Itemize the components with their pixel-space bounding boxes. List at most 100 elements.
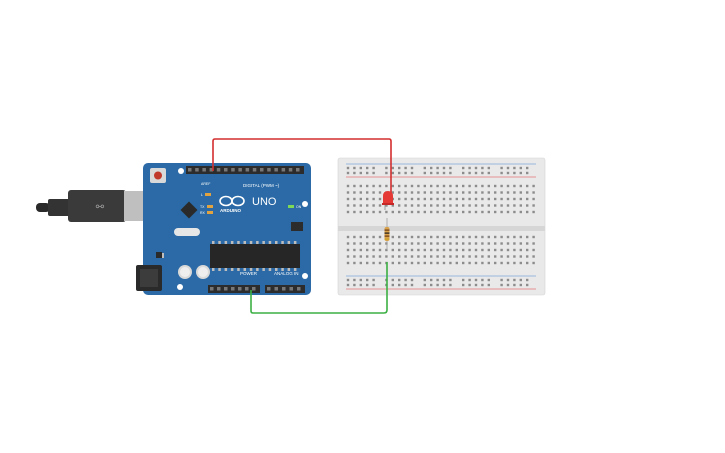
digital-pin[interactable] xyxy=(231,168,235,172)
breadboard-hole[interactable] xyxy=(455,210,458,214)
breadboard-hole[interactable] xyxy=(462,204,465,207)
breadboard-hole[interactable] xyxy=(430,171,433,175)
breadboard-hole[interactable] xyxy=(513,235,516,239)
breadboard-hole[interactable] xyxy=(500,235,503,239)
breadboard-hole[interactable] xyxy=(487,166,490,170)
breadboard-hole[interactable] xyxy=(462,166,465,170)
breadboard-hole[interactable] xyxy=(442,171,446,175)
breadboard-hole[interactable] xyxy=(481,283,484,287)
breadboard-hole[interactable] xyxy=(423,235,426,239)
breadboard-hole[interactable] xyxy=(481,261,484,265)
breadboard-hole[interactable] xyxy=(500,166,503,170)
breadboard-hole[interactable] xyxy=(506,278,510,282)
breadboard-hole[interactable] xyxy=(423,171,426,175)
breadboard-hole[interactable] xyxy=(462,242,465,245)
breadboard-hole[interactable] xyxy=(455,191,458,194)
breadboard-hole[interactable] xyxy=(526,197,529,201)
breadboard-hole[interactable] xyxy=(468,210,471,214)
usb-cable[interactable]: ⚯ xyxy=(36,190,156,222)
breadboard-hole[interactable] xyxy=(532,184,535,188)
breadboard-hole[interactable] xyxy=(385,184,388,188)
breadboard-hole[interactable] xyxy=(462,255,465,258)
breadboard-hole[interactable] xyxy=(385,204,388,207)
breadboard-hole[interactable] xyxy=(398,204,401,207)
breadboard-hole[interactable] xyxy=(449,242,452,245)
breadboard-hole[interactable] xyxy=(410,171,414,175)
breadboard-hole[interactable] xyxy=(468,255,471,258)
breadboard-hole[interactable] xyxy=(398,191,401,194)
breadboard-hole[interactable] xyxy=(430,235,433,239)
breadboard-hole[interactable] xyxy=(398,261,401,265)
breadboard-hole[interactable] xyxy=(359,191,362,194)
breadboard-hole[interactable] xyxy=(430,261,433,265)
breadboard-hole[interactable] xyxy=(404,235,407,239)
breadboard-hole[interactable] xyxy=(404,184,407,188)
breadboard-hole[interactable] xyxy=(378,248,382,252)
breadboard-hole[interactable] xyxy=(436,191,439,194)
breadboard-hole[interactable] xyxy=(385,210,388,214)
breadboard-hole[interactable] xyxy=(410,255,414,258)
breadboard-hole[interactable] xyxy=(494,248,497,252)
breadboard-hole[interactable] xyxy=(346,166,350,170)
breadboard-hole[interactable] xyxy=(410,248,414,252)
breadboard-hole[interactable] xyxy=(468,235,471,239)
breadboard-hole[interactable] xyxy=(359,278,362,282)
breadboard-hole[interactable] xyxy=(481,242,484,245)
breadboard-hole[interactable] xyxy=(391,248,394,252)
breadboard-hole[interactable] xyxy=(449,283,452,287)
breadboard-hole[interactable] xyxy=(430,248,433,252)
breadboard-hole[interactable] xyxy=(494,210,497,214)
breadboard-hole[interactable] xyxy=(526,255,529,258)
breadboard-hole[interactable] xyxy=(455,242,458,245)
breadboard-hole[interactable] xyxy=(391,242,394,245)
breadboard-hole[interactable] xyxy=(500,197,503,201)
breadboard-hole[interactable] xyxy=(378,197,382,201)
breadboard-hole[interactable] xyxy=(378,235,382,239)
breadboard-hole[interactable] xyxy=(346,197,350,201)
breadboard-hole[interactable] xyxy=(455,204,458,207)
breadboard-hole[interactable] xyxy=(513,261,516,265)
breadboard-hole[interactable] xyxy=(372,184,375,188)
breadboard-hole[interactable] xyxy=(494,197,497,201)
breadboard-hole[interactable] xyxy=(532,248,535,252)
breadboard-hole[interactable] xyxy=(346,278,350,282)
breadboard-hole[interactable] xyxy=(366,242,369,245)
breadboard-hole[interactable] xyxy=(404,210,407,214)
breadboard-hole[interactable] xyxy=(494,242,497,245)
breadboard-hole[interactable] xyxy=(398,171,401,175)
digital-pin[interactable] xyxy=(281,168,286,172)
breadboard-hole[interactable] xyxy=(532,191,535,194)
breadboard-hole[interactable] xyxy=(481,204,484,207)
digital-header[interactable] xyxy=(186,166,304,174)
breadboard-hole[interactable] xyxy=(449,191,452,194)
breadboard-hole[interactable] xyxy=(487,191,490,194)
breadboard-hole[interactable] xyxy=(346,261,350,265)
breadboard-hole[interactable] xyxy=(430,184,433,188)
breadboard-hole[interactable] xyxy=(404,197,407,201)
breadboard-hole[interactable] xyxy=(359,166,362,170)
breadboard-hole[interactable] xyxy=(474,235,478,239)
breadboard-hole[interactable] xyxy=(487,210,490,214)
breadboard-hole[interactable] xyxy=(468,278,471,282)
breadboard-hole[interactable] xyxy=(423,248,426,252)
breadboard-hole[interactable] xyxy=(442,204,446,207)
power-pin[interactable] xyxy=(224,287,228,291)
breadboard-hole[interactable] xyxy=(487,248,490,252)
breadboard-hole[interactable] xyxy=(372,261,375,265)
breadboard-hole[interactable] xyxy=(359,255,362,258)
breadboard-hole[interactable] xyxy=(430,204,433,207)
breadboard-hole[interactable] xyxy=(372,191,375,194)
breadboard-hole[interactable] xyxy=(417,261,420,265)
breadboard-hole[interactable] xyxy=(391,210,394,214)
breadboard-hole[interactable] xyxy=(494,184,497,188)
breadboard-hole[interactable] xyxy=(462,197,465,201)
breadboard-hole[interactable] xyxy=(442,242,446,245)
breadboard-hole[interactable] xyxy=(506,204,510,207)
breadboard-hole[interactable] xyxy=(398,278,401,282)
breadboard-hole[interactable] xyxy=(462,210,465,214)
breadboard-hole[interactable] xyxy=(366,184,369,188)
breadboard-hole[interactable] xyxy=(353,166,356,170)
breadboard-hole[interactable] xyxy=(462,235,465,239)
breadboard-hole[interactable] xyxy=(366,204,369,207)
breadboard-hole[interactable] xyxy=(372,248,375,252)
